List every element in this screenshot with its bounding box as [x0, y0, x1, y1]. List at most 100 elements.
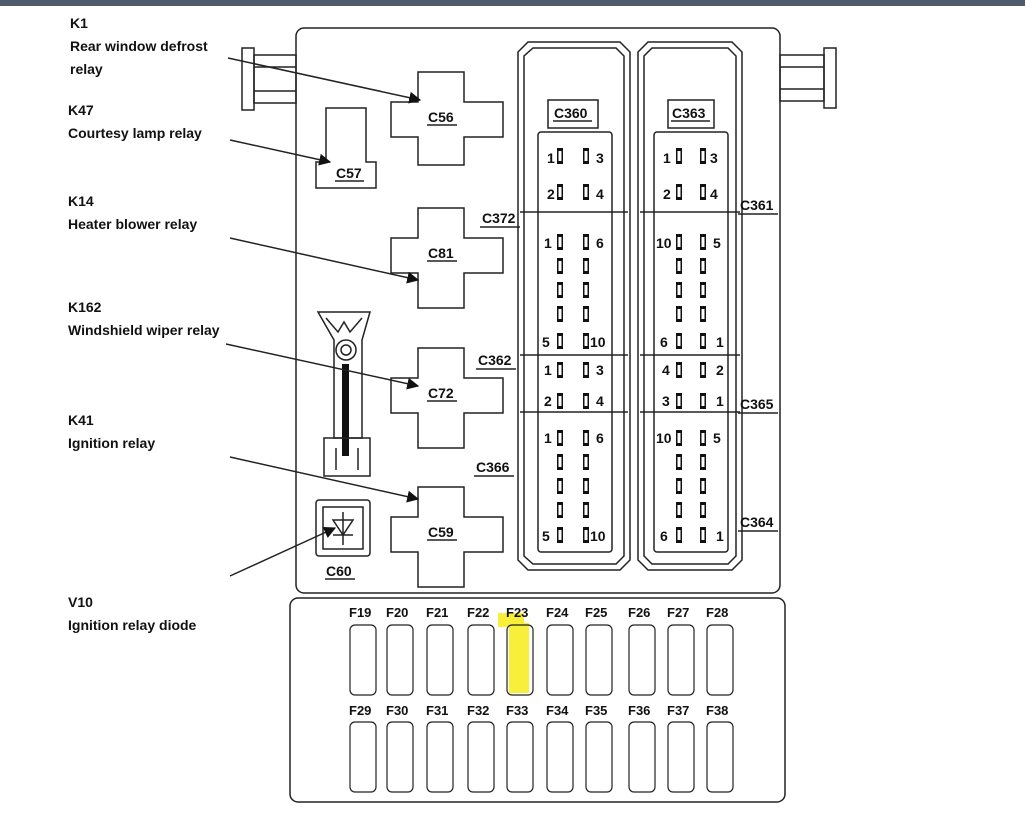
fuse-slot[interactable] — [585, 624, 613, 696]
fuse-label: F28 — [706, 605, 728, 620]
c59-label: C59 — [428, 524, 454, 540]
c366-terminal — [557, 478, 563, 494]
fuse-f19[interactable]: F19 — [349, 605, 377, 696]
c366-terminal — [583, 502, 589, 518]
fuse-f32[interactable]: F32 — [467, 703, 495, 793]
c360-label: C360 — [554, 105, 588, 121]
label-k1-line1: Rear window defrost — [70, 38, 208, 54]
fuse-slot[interactable] — [706, 721, 734, 793]
c364-terminal — [700, 430, 706, 446]
c363-terminal — [676, 148, 682, 164]
label-v10-line1: Ignition relay diode — [68, 617, 197, 633]
fuse-f22[interactable]: F22 — [467, 605, 495, 696]
c372-terminal — [557, 306, 563, 322]
fuse-slot[interactable] — [467, 624, 495, 696]
right-mount-tab — [779, 47, 837, 109]
pin-c365-3: 3 — [662, 393, 670, 409]
fuse-slot[interactable] — [426, 721, 454, 793]
label-k41: K41 Ignition relay — [68, 409, 155, 455]
c364-terminal — [700, 454, 706, 470]
c372-terminal — [583, 333, 589, 349]
fuse-f36[interactable]: F36 — [628, 703, 656, 793]
c363-label: C363 — [672, 105, 706, 121]
highlight-mark — [509, 623, 529, 693]
c362-terminal — [557, 362, 563, 378]
fuse-slot[interactable] — [628, 624, 656, 696]
fuse-f31[interactable]: F31 — [426, 703, 454, 793]
fuse-f27[interactable]: F27 — [667, 605, 695, 696]
c372-terminal — [583, 258, 589, 274]
c362-terminal — [557, 393, 563, 409]
fuse-f26[interactable]: F26 — [628, 605, 656, 696]
pin-c365-1: 1 — [716, 393, 724, 409]
fuse-slot[interactable] — [386, 721, 414, 793]
c361-terminal — [676, 306, 682, 322]
c365-terminal — [676, 362, 682, 378]
relay-socket-c72: C72 — [390, 347, 504, 449]
fuse-slot[interactable] — [506, 721, 534, 793]
label-k41-line1: Ignition relay — [68, 435, 156, 451]
fuse-f29[interactable]: F29 — [349, 703, 377, 793]
c363-terminal — [700, 148, 706, 164]
fuse-f20[interactable]: F20 — [386, 605, 414, 696]
fuse-f34[interactable]: F34 — [546, 703, 574, 793]
fuse-f30[interactable]: F30 — [386, 703, 414, 793]
c372-terminal — [557, 234, 563, 250]
fuse-f25[interactable]: F25 — [585, 605, 613, 696]
fuse-label: F36 — [628, 703, 650, 718]
pin-c366-10: 10 — [590, 528, 606, 544]
fuse-slot[interactable] — [386, 624, 414, 696]
fuse-label: F31 — [426, 703, 448, 718]
fuse-f28[interactable]: F28 — [706, 605, 734, 696]
c366-terminal — [583, 527, 589, 543]
c361-terminal — [676, 258, 682, 274]
fuse-slot[interactable] — [349, 721, 377, 793]
fuse-label: F37 — [667, 703, 689, 718]
fuse-panel-housing — [289, 597, 786, 803]
fuse-slot[interactable] — [585, 721, 613, 793]
c366-label: C366 — [476, 459, 510, 475]
c372-terminal — [583, 306, 589, 322]
fuse-slot[interactable] — [628, 721, 656, 793]
fuse-slot[interactable] — [667, 721, 695, 793]
fuse-slot[interactable] — [349, 624, 377, 696]
arrow-k162 — [225, 343, 420, 390]
fuse-label: F32 — [467, 703, 489, 718]
label-k1-code: K1 — [70, 15, 88, 31]
fuse-f37[interactable]: F37 — [667, 703, 695, 793]
fuse-slot[interactable] — [667, 624, 695, 696]
fuse-slot[interactable] — [546, 721, 574, 793]
fuse-slot[interactable] — [506, 624, 534, 696]
label-v10: V10 Ignition relay diode — [68, 591, 196, 637]
c60-label: C60 — [326, 563, 352, 579]
fuse-f33[interactable]: F33 — [506, 703, 534, 793]
c372-terminal — [557, 258, 563, 274]
pin-c372-1: 1 — [544, 235, 552, 251]
arrow-k47 — [229, 139, 332, 166]
fuse-slot[interactable] — [426, 624, 454, 696]
fuse-f24[interactable]: F24 — [546, 605, 574, 696]
fuse-f21[interactable]: F21 — [426, 605, 454, 696]
fuse-label: F23 — [506, 605, 528, 620]
pin-c372-6: 6 — [596, 235, 604, 251]
c364-terminal — [676, 527, 682, 543]
fuse-label: F27 — [667, 605, 689, 620]
arrow-k1 — [227, 57, 422, 104]
c362-label: C362 — [478, 352, 512, 368]
fuse-slot[interactable] — [706, 624, 734, 696]
c364-terminal — [700, 527, 706, 543]
fuse-f23[interactable]: F23 — [498, 605, 534, 696]
fuse-f35[interactable]: F35 — [585, 703, 613, 793]
right-connector-block — [637, 41, 743, 571]
c366-terminal — [583, 478, 589, 494]
fuse-slot[interactable] — [546, 624, 574, 696]
label-v10-code: V10 — [68, 594, 93, 610]
pin-c364-1: 1 — [716, 528, 724, 544]
fuse-f38[interactable]: F38 — [706, 703, 734, 793]
pin-c362-4: 4 — [596, 393, 604, 409]
pin-c366-5: 5 — [542, 528, 550, 544]
fuse-slot[interactable] — [467, 721, 495, 793]
c361-terminal — [700, 306, 706, 322]
fuse-label: F38 — [706, 703, 728, 718]
pin-c366-1: 1 — [544, 430, 552, 446]
